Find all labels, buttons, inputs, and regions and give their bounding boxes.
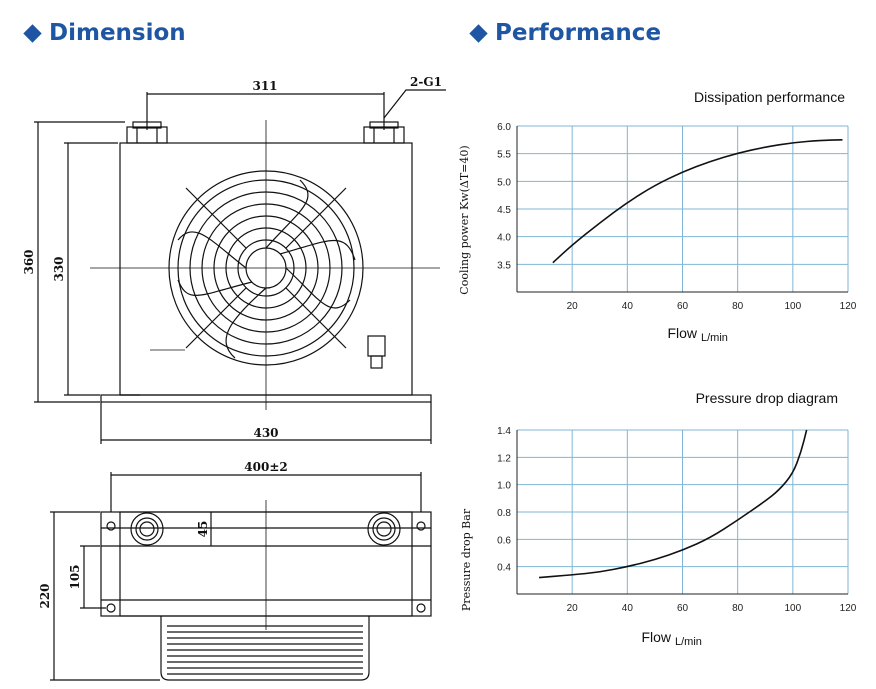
y-tick-label: 6.0 bbox=[497, 122, 511, 133]
dim-220-label: 220 bbox=[38, 583, 52, 608]
x-tick-label: 60 bbox=[677, 301, 689, 312]
x-tick-label: 20 bbox=[567, 301, 579, 312]
chart-title: Dissipation performance bbox=[694, 89, 845, 105]
performance-header-label: Performance bbox=[495, 20, 662, 46]
x-tick-label: 100 bbox=[784, 603, 801, 614]
dimension-header: Dimension bbox=[23, 20, 186, 46]
y-tick-label: 5.0 bbox=[497, 177, 511, 188]
x-axis-unit: L/min bbox=[701, 332, 728, 344]
bottom-left-port-icon bbox=[130, 512, 164, 546]
dim-311-label: 311 bbox=[252, 79, 277, 93]
y-tick-label: 5.5 bbox=[497, 150, 511, 161]
dim-430-label: 430 bbox=[253, 426, 278, 440]
dim-105-label: 105 bbox=[68, 564, 82, 589]
x-tick-label: 120 bbox=[840, 301, 857, 312]
y-tick-label: 0.8 bbox=[497, 508, 511, 519]
x-tick-label: 40 bbox=[622, 603, 634, 614]
y-axis-label: Cooling power Kw(ΔT=40) bbox=[458, 145, 471, 294]
x-tick-label: 20 bbox=[567, 603, 579, 614]
y-tick-label: 4.0 bbox=[497, 233, 511, 244]
x-tick-label: 80 bbox=[732, 603, 744, 614]
y-tick-label: 1.4 bbox=[497, 426, 511, 437]
x-tick-label: 80 bbox=[732, 301, 744, 312]
dim-port-label: 2-G1 bbox=[410, 75, 442, 89]
y-axis-label: Pressure drop Bar bbox=[460, 508, 473, 611]
fan-grille-bottom bbox=[160, 616, 370, 681]
dimension-header-label: Dimension bbox=[49, 20, 186, 46]
y-tick-label: 0.4 bbox=[497, 563, 511, 574]
dim-360-label: 360 bbox=[22, 249, 36, 274]
x-tick-label: 40 bbox=[622, 301, 634, 312]
y-tick-label: 0.6 bbox=[497, 535, 511, 546]
x-tick-label: 100 bbox=[784, 301, 801, 312]
x-tick-label: 60 bbox=[677, 603, 689, 614]
y-tick-label: 4.5 bbox=[497, 205, 511, 216]
chart-title: Pressure drop diagram bbox=[696, 390, 838, 406]
x-axis-label: Flow bbox=[641, 629, 671, 645]
dim-45-label: 45 bbox=[196, 521, 210, 538]
y-tick-label: 1.2 bbox=[497, 453, 511, 464]
x-axis-label: Flow bbox=[667, 325, 697, 341]
x-axis-unit: L/min bbox=[675, 636, 702, 648]
dim-330-label: 330 bbox=[52, 256, 66, 281]
series-line bbox=[552, 139, 843, 264]
y-tick-label: 1.0 bbox=[497, 481, 511, 492]
x-tick-label: 120 bbox=[840, 603, 857, 614]
dim-400-label: 400±2 bbox=[244, 460, 287, 474]
series-line bbox=[539, 429, 808, 579]
y-tick-label: 3.5 bbox=[497, 260, 511, 271]
bottom-right-port-icon bbox=[367, 512, 401, 546]
performance-header: Performance bbox=[469, 20, 662, 46]
